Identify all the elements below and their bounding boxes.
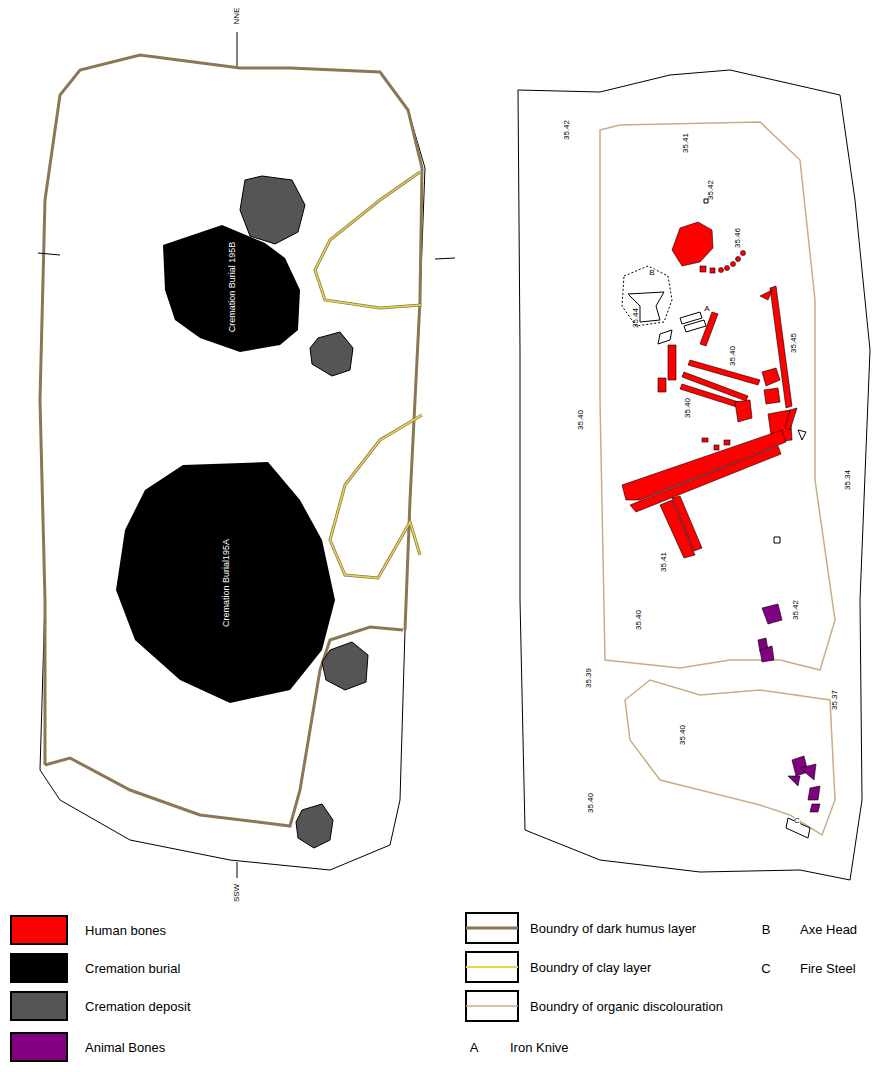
legend-text: Iron Knive (510, 1041, 569, 1054)
elevation-value: 35.34 (844, 470, 852, 490)
elevation-value: 35.39 (585, 668, 593, 688)
find-letter: A (704, 305, 709, 313)
key-letter: C (761, 962, 770, 975)
elevation-value: 35.41 (660, 552, 668, 572)
legend-text: Fire Steel (800, 962, 856, 975)
burial-label: Cremation Burial195A (221, 538, 230, 626)
elevation-value: 35.41 (682, 133, 690, 153)
elevation-value: 35.40 (635, 610, 643, 630)
legend-line-sample (465, 951, 519, 983)
legend-text: Axe Head (800, 923, 857, 936)
elevation-value: 35.42 (707, 180, 715, 200)
legend-text: Cremation burial (85, 962, 180, 975)
legend-swatch (10, 991, 68, 1021)
key-letter: B (762, 923, 771, 936)
legend-text: Boundry of clay layer (530, 961, 651, 974)
legend-text: Human bones (85, 924, 166, 937)
orientation-label: NNE (233, 8, 241, 25)
elevation-value: 35.42 (792, 600, 800, 620)
legend-line-sample (465, 912, 519, 944)
elevation-value: 35.46 (734, 228, 742, 248)
cremation-burial: Cremation Burial195A (116, 462, 335, 703)
legend-text: Cremation deposit (85, 1000, 191, 1013)
legend-swatch (10, 1032, 68, 1062)
elevation-value: 35.37 (831, 690, 839, 710)
elevation-value: 35.44 (632, 308, 640, 328)
legend-swatch (10, 915, 68, 945)
find-letter: B (649, 269, 654, 277)
elevation-value: 35.40 (729, 346, 737, 366)
burial-label: Cremation Burial 195B (227, 242, 236, 333)
cremation-burial: Cremation Burial 195B (163, 222, 300, 352)
key-letter: A (470, 1041, 479, 1054)
find-letter: C (794, 817, 800, 825)
legend-line-sample (465, 990, 519, 1022)
legend-text: Boundry of organic discolouration (530, 1000, 723, 1013)
legend-text: Animal Bones (85, 1041, 165, 1054)
elevation-value: 35.40 (684, 398, 692, 418)
elevation-value: 35.45 (790, 333, 798, 353)
orientation-label: SSW (233, 884, 241, 902)
legend-text: Boundry of dark humus layer (530, 922, 696, 935)
elevation-value: 35.42 (563, 120, 571, 140)
elevation-value: 35.40 (679, 725, 687, 745)
elevation-value: 35.40 (577, 410, 585, 430)
elevation-value: 35.40 (587, 793, 595, 813)
legend-swatch (10, 953, 68, 983)
